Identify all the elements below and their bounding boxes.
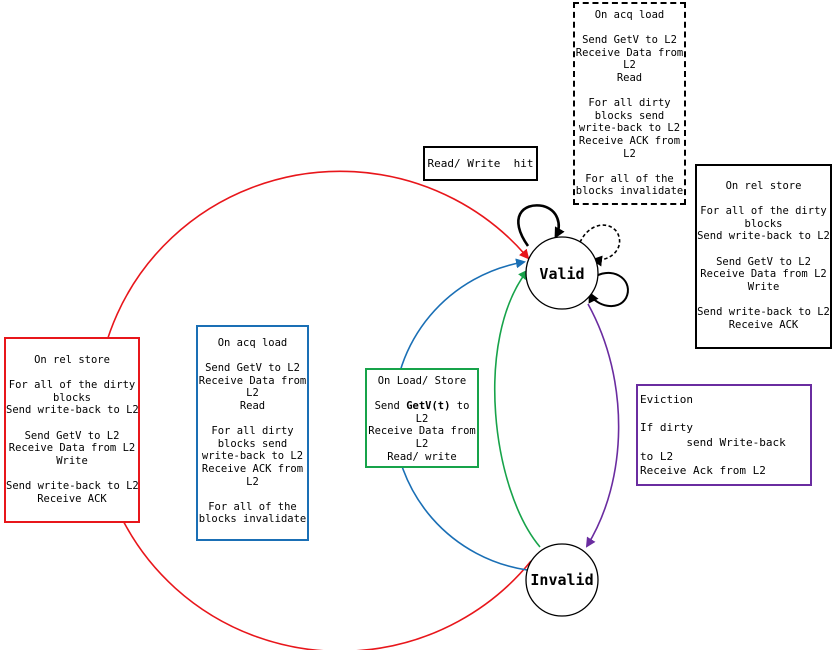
box-line: [575, 22, 684, 35]
box-line: Write: [56, 454, 88, 467]
box-line: Send GetV to L2: [24, 429, 120, 442]
self-loop-hit: [517, 204, 565, 247]
load-store-title: On Load/ Store: [377, 375, 467, 387]
box-line: L2: [623, 147, 636, 160]
box-line: For all of the: [585, 172, 674, 185]
invalid-state-circle: [525, 543, 599, 617]
box-line: blocks invalidate: [575, 185, 684, 198]
box-line: Send GetV to L2: [582, 34, 677, 47]
box-line: Read: [239, 399, 266, 412]
box-line: Send write-back to L2: [697, 230, 830, 243]
box-line: L2: [246, 387, 259, 400]
box-line: [6, 417, 138, 430]
box-line: write-back to L2: [201, 450, 304, 463]
box-line: Send write-back to L2: [6, 404, 139, 417]
box-line: Receive ACK from: [201, 462, 304, 475]
box-line: Receive ACK: [37, 492, 107, 505]
box-line: Receive Data from: [575, 46, 684, 59]
box-line: L2: [415, 437, 429, 450]
box-line: Receive Data from L2: [700, 268, 827, 281]
box-line: Send write-back to L2: [6, 479, 139, 492]
box-line: [697, 243, 830, 256]
load-store-send-line: Send GetV(t) to: [374, 400, 470, 413]
box-line: send Write-back: [640, 435, 786, 449]
box-line: Read: [616, 71, 643, 84]
box-line: [575, 85, 684, 98]
box-line: On rel store: [34, 354, 110, 366]
box-line: blocks send: [594, 109, 665, 122]
box-line: Read/ write: [387, 450, 457, 463]
box-line: On rel store: [725, 180, 802, 192]
green-transition-arrow: [494, 269, 541, 548]
box-line: Receive Data from: [198, 374, 307, 387]
invalid-state-label: Invalid: [530, 571, 593, 589]
box-line: On acq load: [217, 337, 288, 349]
box-line: write-back to L2: [578, 122, 681, 135]
box-line: Send GetV to L2: [205, 362, 300, 375]
box-line: to L2: [640, 449, 674, 463]
box-line: Receive ACK from: [578, 134, 681, 147]
box-line: Eviction: [640, 393, 693, 406]
box-line: For all dirty: [211, 425, 294, 438]
box-line: For all of the dirty: [700, 205, 827, 218]
box-line: blocks: [744, 217, 783, 230]
box-line: [697, 193, 830, 206]
read-write-hit-label: Read/ Write hit: [423, 146, 538, 181]
box-line: Receive Data from L2: [8, 442, 136, 455]
self-loop-rel-store: [588, 271, 629, 308]
box-line: [640, 407, 810, 421]
box-line: L2: [415, 412, 429, 425]
box-line: [697, 293, 830, 306]
box-line: Receive Data from: [368, 425, 476, 438]
box-line: For all dirty: [588, 97, 671, 110]
box-line: If dirty: [640, 421, 693, 435]
valid-state-label: Valid: [539, 265, 584, 283]
box-line: [575, 160, 684, 173]
valid-state-circle: [525, 236, 599, 310]
box-line: Send write-back to L2: [697, 305, 830, 318]
box-line: [198, 413, 307, 426]
box-line: For all of the dirty: [8, 379, 136, 392]
box-line: Send GetV to L2: [716, 255, 811, 268]
box-line: blocks send: [217, 437, 288, 450]
box-line: Receive Ack from L2: [640, 464, 766, 478]
box-line: [198, 488, 307, 501]
box-line: On acq load: [594, 9, 665, 21]
box-line: [198, 350, 307, 363]
purple-transition-arrow: [585, 303, 620, 548]
box-line: blocks invalidate: [198, 513, 307, 526]
box-line: [6, 467, 138, 480]
box-line: [6, 367, 138, 380]
box-line: For all of the: [208, 500, 297, 513]
box-line: L2: [246, 475, 259, 488]
box-line: L2: [623, 59, 636, 72]
box-line: Receive ACK: [728, 318, 799, 331]
box-line: blocks: [53, 391, 91, 404]
box-line: Write: [747, 280, 780, 293]
